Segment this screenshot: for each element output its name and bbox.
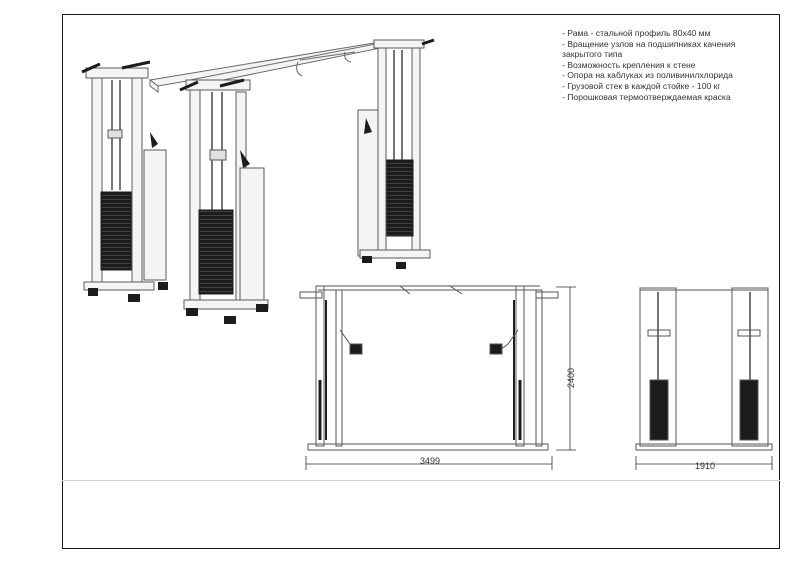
- front-width-dimension: 3499: [420, 456, 441, 466]
- spec-item: - Грузовой стек в каждой стойке - 100 кг: [562, 80, 721, 91]
- front-height-dimension: 2400: [566, 367, 576, 388]
- spec-item: закрытого типа: [562, 49, 623, 60]
- right-tower: [357, 38, 435, 269]
- spec-item: - Возможность крепления к стене: [562, 59, 696, 70]
- drawing-frame: [62, 14, 780, 549]
- side-depth-dimension: 1910: [695, 461, 716, 471]
- spec-item: - Рама - стальной профиль 80х40 мм: [562, 28, 711, 38]
- left-tower: [81, 60, 168, 302]
- spec-item: - Опора на каблуках из поливинилхлорида: [562, 70, 733, 81]
- middle-tower: [179, 78, 269, 324]
- spec-item: - Порошковая термоотверждаемая краска: [562, 91, 731, 102]
- spec-item: - Вращение узлов на подшипниках качения: [562, 38, 736, 49]
- frame-divider: [62, 480, 780, 481]
- spec-list: - Рама - стальной профиль 80х40 мм - Вра…: [562, 28, 777, 102]
